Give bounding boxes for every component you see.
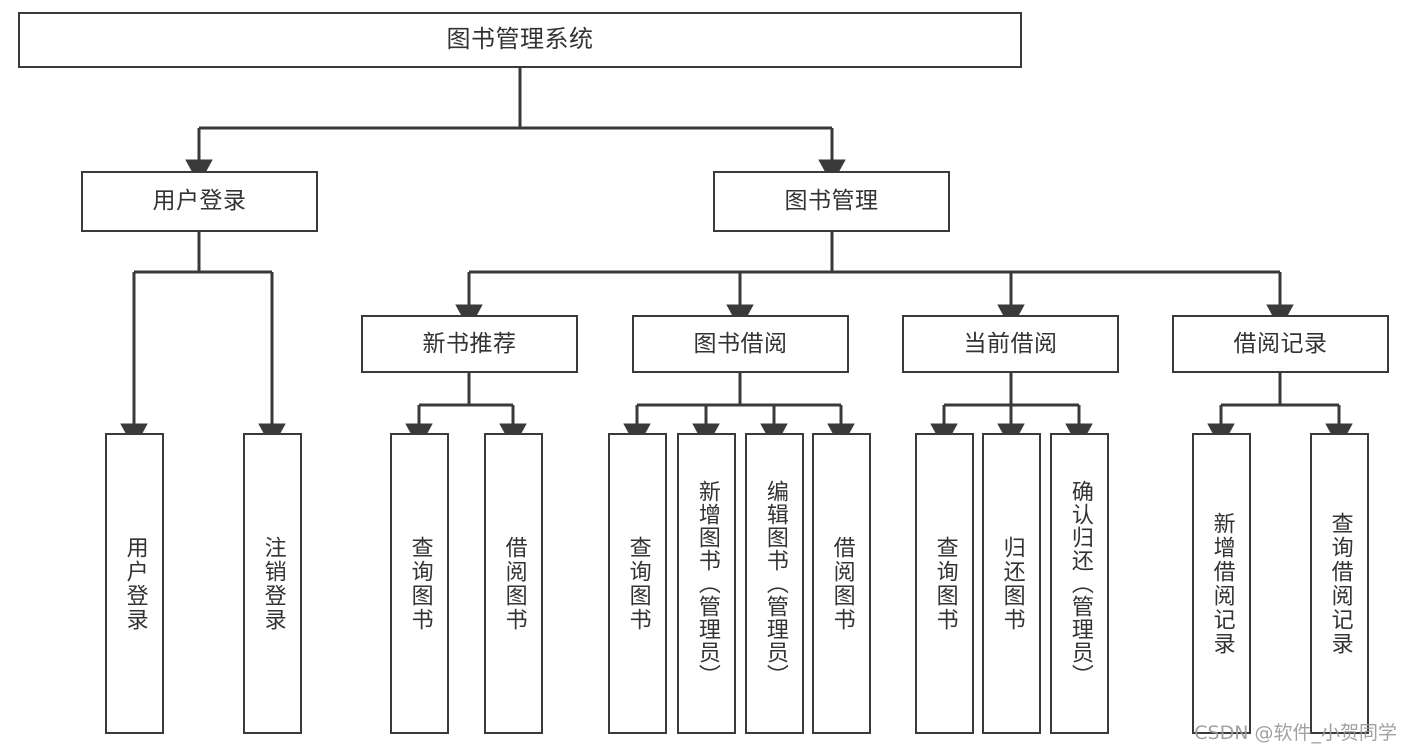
leaf-query-books-borrow[interactable]: 查询图书 [608,433,667,734]
node-label: 用户登录 [122,535,148,632]
leaf-add-borrow-record[interactable]: 新增借阅记录 [1192,433,1251,734]
node-label: 当前借阅 [963,330,1058,357]
node-label: 借阅图书 [829,535,855,632]
leaf-return-books[interactable]: 归还图书 [982,433,1041,734]
node-root-book-management-system[interactable]: 图书管理系统 [18,12,1022,68]
leaf-add-book-admin[interactable]: 新增图书（管理员） [677,433,736,734]
node-label: 新增借阅记录 [1209,511,1235,656]
node-user-login[interactable]: 用户登录 [81,171,318,232]
leaf-query-books-newbook[interactable]: 查询图书 [390,433,449,734]
leaf-logout[interactable]: 注销登录 [243,433,302,734]
node-label: 确认归还（管理员） [1067,480,1093,687]
leaf-borrow-books[interactable]: 借阅图书 [812,433,871,734]
node-label: 查询图书 [932,535,958,632]
node-label: 图书借阅 [693,330,788,357]
leaf-query-books-current[interactable]: 查询图书 [915,433,974,734]
node-new-book-recommendation[interactable]: 新书推荐 [361,315,578,373]
node-label: 查询借阅记录 [1327,511,1353,656]
node-label: 新增图书（管理员） [694,480,720,687]
node-label: 借阅图书 [501,535,527,632]
node-current-borrowing[interactable]: 当前借阅 [902,315,1119,373]
node-label: 图书管理系统 [446,25,594,54]
node-label: 归还图书 [999,535,1025,632]
node-label: 查询图书 [625,535,651,632]
node-label: 查询图书 [407,535,433,632]
node-book-borrowing[interactable]: 图书借阅 [632,315,849,373]
node-label: 新书推荐 [422,330,517,357]
node-borrowing-records[interactable]: 借阅记录 [1172,315,1389,373]
leaf-confirm-return-admin[interactable]: 确认归还（管理员） [1050,433,1109,734]
leaf-user-login[interactable]: 用户登录 [105,433,164,734]
node-label: 借阅记录 [1233,330,1328,357]
node-book-management[interactable]: 图书管理 [713,171,950,232]
node-label: 编辑图书（管理员） [762,480,788,687]
node-label: 注销登录 [260,535,286,632]
node-label: 图书管理 [784,188,879,215]
node-label: 用户登录 [152,188,247,215]
leaf-edit-book-admin[interactable]: 编辑图书（管理员） [745,433,804,734]
leaf-borrow-books-newbook[interactable]: 借阅图书 [484,433,543,734]
leaf-query-borrow-record[interactable]: 查询借阅记录 [1310,433,1369,734]
